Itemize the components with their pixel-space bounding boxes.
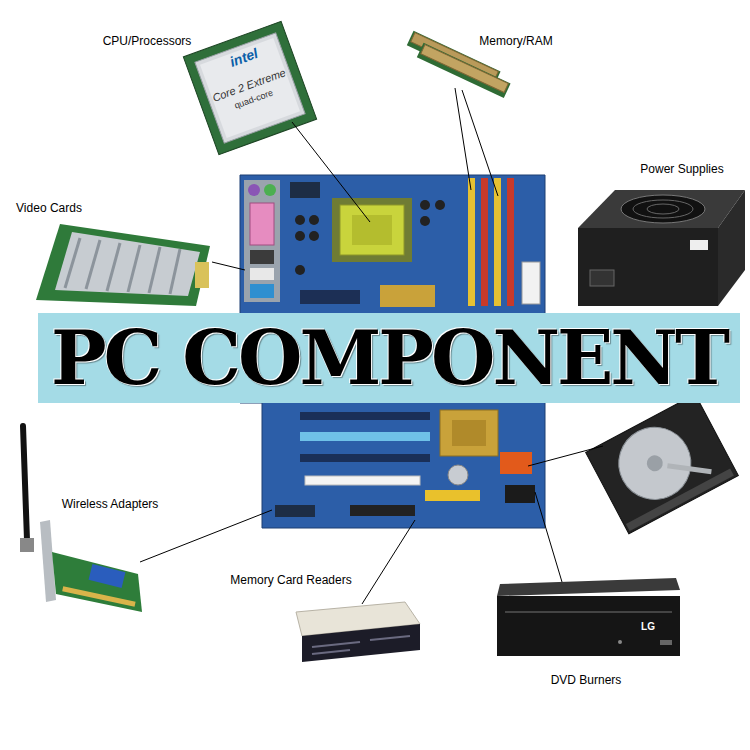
part-name: CPU/Processors: [103, 35, 192, 48]
part-name: Wireless Adapters: [62, 498, 159, 511]
part-name: Memory Card Readers: [230, 574, 351, 587]
part-name: Video Cards: [16, 202, 82, 215]
ram-stick: [417, 43, 511, 98]
hard-drive: [586, 394, 739, 533]
card-reader: [296, 602, 420, 662]
part-name: Memory/RAM: [479, 35, 552, 48]
wireless-adapter: [20, 426, 142, 612]
dvd-burner: [497, 578, 680, 656]
title-band: PC COMPONENT: [38, 313, 740, 403]
video-card: [36, 224, 210, 306]
brand-logo: LG: [641, 621, 655, 632]
power-supply: [578, 190, 745, 306]
part-name: DVD Burners: [551, 674, 622, 687]
part-name: Power Supplies: [640, 163, 723, 176]
cpu-chip: [183, 21, 316, 154]
title-text: PC COMPONENT: [51, 321, 727, 395]
